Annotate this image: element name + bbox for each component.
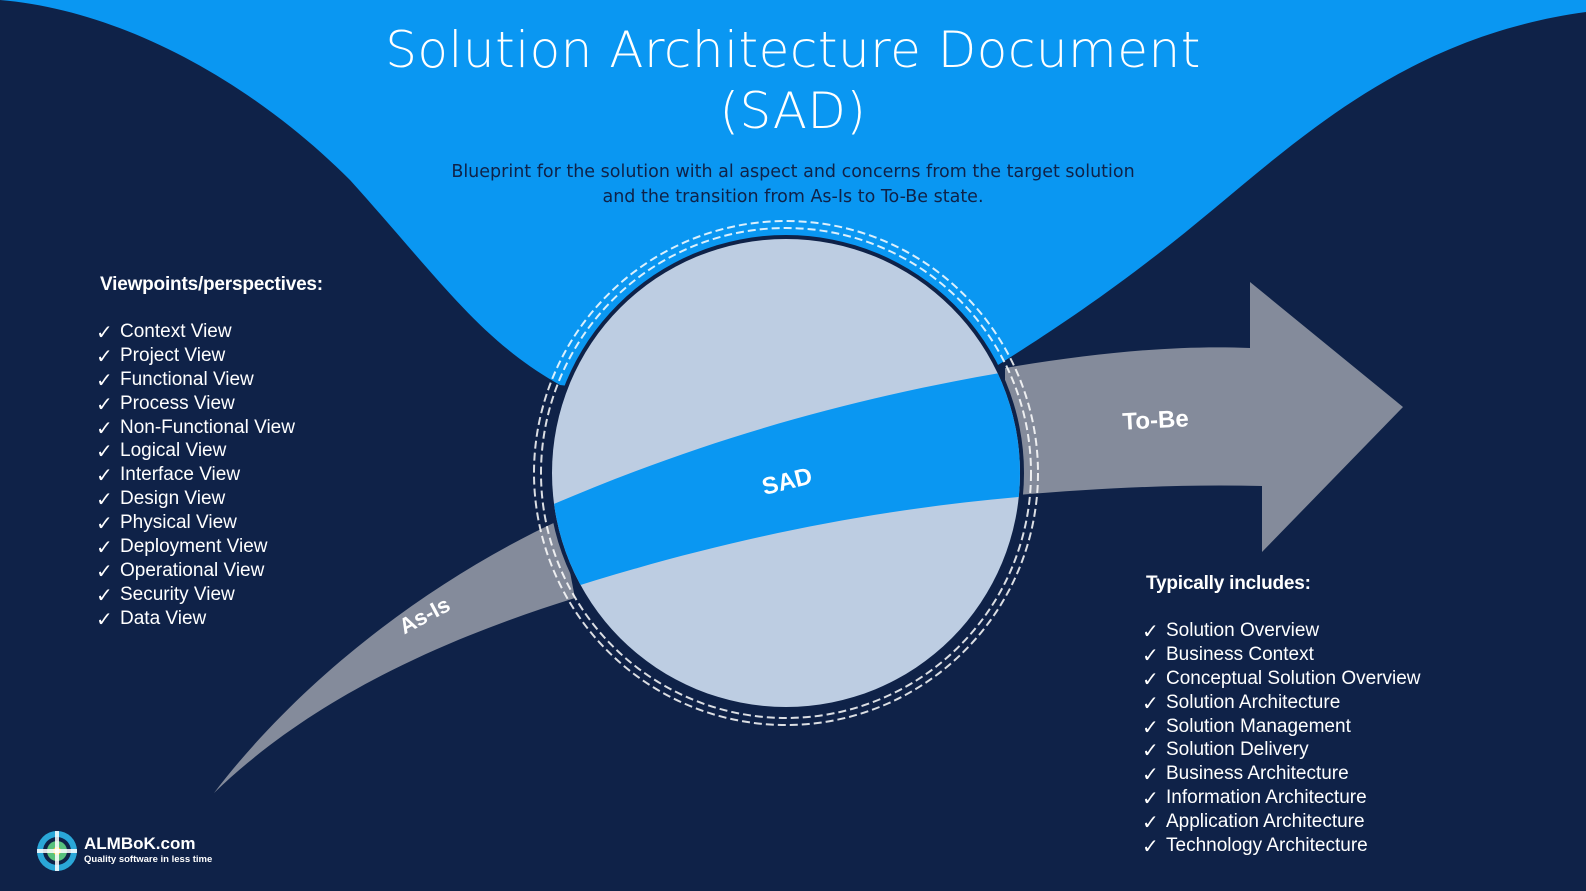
to-be-label: To-Be (1122, 405, 1190, 435)
check-icon: ✓ (1142, 738, 1159, 763)
check-icon: ✓ (1142, 642, 1159, 667)
viewpoint-item: ✓ Security View (96, 583, 295, 607)
check-icon: ✓ (1142, 833, 1159, 858)
outer-dashed-ring (533, 220, 1039, 726)
viewpoint-item-label: Design View (120, 488, 226, 510)
includes-item: ✓ Technology Architecture (1142, 834, 1421, 858)
includes-item: ✓ Solution Management (1142, 715, 1421, 739)
viewpoint-item-label: Interface View (120, 464, 241, 486)
includes-item-label: Technology Architecture (1166, 834, 1368, 856)
includes-item: ✓ Business Context (1142, 643, 1421, 667)
check-icon: ✓ (1142, 618, 1159, 643)
logo-name: ALMBoK.com (84, 834, 196, 853)
viewpoint-item-label: Project View (120, 344, 226, 366)
check-icon: ✓ (96, 463, 113, 488)
sad-band (552, 368, 1020, 598)
includes-item-label: Solution Delivery (1166, 739, 1309, 761)
viewpoint-item: ✓ Non-Functional View (96, 416, 295, 440)
includes-item: ✓ Solution Delivery (1142, 738, 1421, 762)
check-icon: ✓ (1142, 714, 1159, 739)
viewpoint-item: ✓ Deployment View (96, 535, 295, 559)
includes-item-label: Business Context (1166, 643, 1314, 665)
viewpoint-item: ✓ Functional View (96, 368, 295, 392)
check-icon: ✓ (1142, 762, 1159, 787)
as-is-arrow (214, 520, 575, 793)
includes-item: ✓ Conceptual Solution Overview (1142, 667, 1421, 691)
includes-item-label: Application Architecture (1166, 811, 1365, 833)
inner-dashed-ring (540, 227, 1032, 719)
page-title-line-2: (SAD) (719, 82, 867, 140)
viewpoint-item-label: Process View (120, 392, 235, 414)
blue-top-wave (0, 0, 1586, 395)
viewpoints-heading: Viewpoints/perspectives: (100, 274, 323, 295)
check-icon: ✓ (96, 511, 113, 536)
viewpoint-item-label: Deployment View (120, 535, 268, 557)
viewpoint-item-label: Context View (120, 320, 232, 342)
includes-heading: Typically includes: (1146, 573, 1311, 594)
check-icon: ✓ (96, 319, 113, 344)
viewpoint-item-label: Data View (120, 607, 207, 629)
check-icon: ✓ (1142, 690, 1159, 715)
to-be-arrow (1005, 282, 1403, 552)
check-icon: ✓ (1142, 786, 1159, 811)
includes-item-label: Solution Overview (1166, 619, 1320, 641)
check-icon: ✓ (96, 487, 113, 512)
check-icon: ✓ (96, 558, 113, 583)
includes-item: ✓ Application Architecture (1142, 810, 1421, 834)
almbok-logo: ALMBoK.com Quality software in less time (36, 830, 212, 872)
check-icon: ✓ (1142, 810, 1159, 835)
check-icon: ✓ (96, 534, 113, 559)
subtitle-line-1: Blueprint for the solution with al aspec… (451, 162, 1135, 182)
check-icon: ✓ (96, 343, 113, 368)
viewpoint-item-label: Physical View (120, 512, 237, 534)
viewpoint-item-label: Operational View (120, 559, 265, 581)
viewpoints-list: ✓ Context View ✓ Project View ✓ Functional Vi… (96, 320, 295, 631)
includes-item: ✓ Solution Overview (1142, 619, 1421, 643)
check-icon: ✓ (1142, 666, 1159, 691)
viewpoint-item: ✓ Data View (96, 607, 295, 631)
includes-item-label: Solution Architecture (1166, 691, 1341, 713)
viewpoint-item-label: Security View (120, 583, 235, 605)
logo-tagline: Quality software in less time (84, 854, 213, 865)
viewpoint-item: ✓ Design View (96, 487, 295, 511)
viewpoint-item-label: Functional View (120, 368, 254, 390)
check-icon: ✓ (96, 391, 113, 416)
viewpoint-item: ✓ Process View (96, 392, 295, 416)
viewpoint-item: ✓ Interface View (96, 463, 295, 487)
viewpoint-item-label: Logical View (120, 440, 227, 462)
includes-list: ✓ Solution Overview ✓ Business Context ✓ Conc… (1142, 619, 1421, 858)
includes-item: ✓ Information Architecture (1142, 786, 1421, 810)
check-icon: ✓ (96, 439, 113, 464)
check-icon: ✓ (96, 415, 113, 440)
almbok-logo-icon (37, 831, 77, 871)
viewpoint-item: ✓ Physical View (96, 511, 295, 535)
viewpoint-item: ✓ Project View (96, 344, 295, 368)
includes-item: ✓ Solution Architecture (1142, 691, 1421, 715)
page-title-line-1: Solution Architecture Document (385, 21, 1201, 79)
includes-item-label: Business Architecture (1166, 763, 1349, 785)
viewpoint-item: ✓ Operational View (96, 559, 295, 583)
includes-item-label: Information Architecture (1166, 787, 1367, 809)
viewpoint-item: ✓ Context View (96, 320, 295, 344)
viewpoint-item: ✓ Logical View (96, 439, 295, 463)
check-icon: ✓ (96, 606, 113, 631)
check-icon: ✓ (96, 582, 113, 607)
viewpoint-item-label: Non-Functional View (120, 416, 295, 438)
subtitle-line-2: and the transition from As-Is to To-Be s… (602, 187, 984, 207)
includes-item: ✓ Business Architecture (1142, 762, 1421, 786)
check-icon: ✓ (96, 367, 113, 392)
includes-item-label: Conceptual Solution Overview (1166, 667, 1421, 689)
includes-item-label: Solution Management (1166, 715, 1351, 737)
